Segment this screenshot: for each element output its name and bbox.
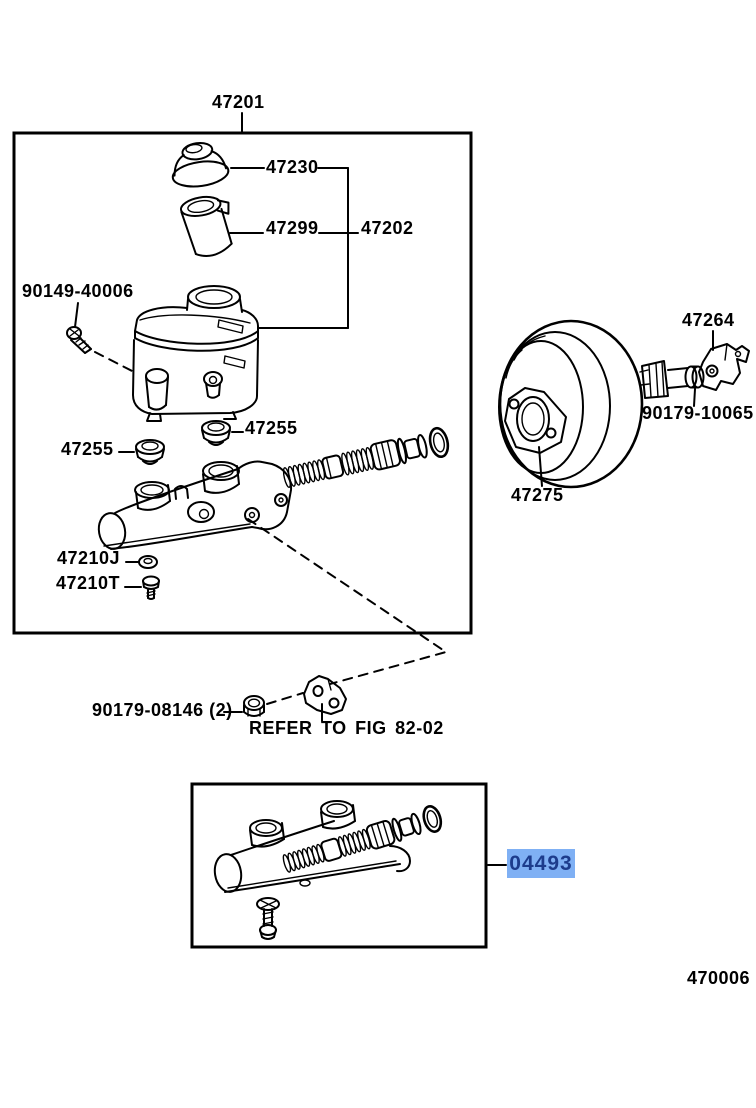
callout-union-bolt: 47210T — [56, 573, 121, 593]
callout-reservoir-screw: 90149-40006 — [22, 281, 134, 301]
reservoir-cap-drawing — [171, 141, 230, 188]
grommet-upper-drawing — [201, 420, 231, 446]
reservoir-drawing — [132, 285, 259, 422]
gasket-washer-drawing — [138, 555, 158, 569]
callout-reservoir-strainer: 47299 — [266, 218, 319, 238]
mounting-nut-drawing — [243, 695, 265, 717]
booster-gasket-drawing — [504, 387, 567, 454]
callout-reservoir-sub-assy: 47202 — [361, 218, 414, 238]
dashed-reference-lines — [94, 351, 447, 705]
callout-repair-kit-highlighted[interactable]: 04493 — [507, 849, 575, 878]
reference-bracket-drawing — [303, 675, 347, 715]
clevis-lock-nut-drawing — [684, 365, 705, 389]
brake-booster-drawing — [498, 319, 689, 489]
reservoir-strainer-drawing — [179, 195, 233, 257]
booster-clevis-drawing — [698, 343, 750, 391]
repair-kit-piston-drawing — [282, 805, 443, 873]
callout-grommet-upper: 47255 — [245, 418, 298, 438]
callout-booster-clevis: 47264 — [682, 310, 735, 330]
reservoir-screw-drawing — [66, 326, 92, 354]
figure-code: 470006 — [687, 968, 751, 988]
piston-assembly-drawing — [282, 426, 450, 489]
repair-kit-bolt-drawing — [256, 897, 280, 940]
callout-grommet-lower: 47255 — [61, 439, 114, 459]
grommet-lower-drawing — [135, 439, 165, 465]
callout-reservoir-cap: 47230 — [266, 157, 319, 177]
callout-master-cylinder-assy: 47201 — [212, 92, 265, 112]
master-cylinder-drawing — [97, 460, 293, 550]
union-bolt-drawing — [142, 575, 160, 600]
refer-to-fig-note: REFER TO FIG 82-02 — [249, 718, 444, 738]
callout-clevis-lock-nut: 90179-10065 — [642, 403, 754, 423]
callout-gasket-washer: 47210J — [57, 548, 121, 568]
repair-kit-cylinder-drawing — [213, 800, 411, 893]
callout-booster-mounting-nut: 90179-08146 (2) — [92, 700, 233, 720]
callout-booster-gasket: 47275 — [511, 485, 564, 505]
repair-kit-box — [190, 782, 488, 949]
